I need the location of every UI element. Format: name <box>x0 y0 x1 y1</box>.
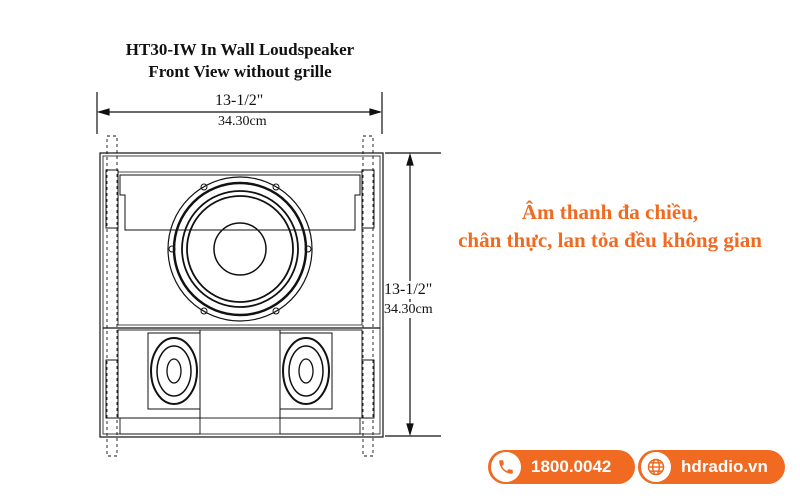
height-label-inches: 13-1/2" <box>384 281 433 299</box>
inner-frame <box>102 155 381 435</box>
lower-center-panel <box>199 329 281 419</box>
woofer-screw <box>272 183 280 191</box>
woofer-mount-ring <box>167 176 313 322</box>
width-label-inches: 13-1/2" <box>215 92 264 109</box>
clamp-top-left <box>105 169 119 229</box>
upper-baffle-inner <box>117 171 363 326</box>
clamp-guide-left <box>106 135 118 457</box>
woofer-surround-inner <box>186 195 294 303</box>
woofer-basket <box>172 181 308 317</box>
phone-icon <box>491 452 521 482</box>
diagram-title-line2: Front View without grille <box>148 62 332 81</box>
tweeter-left-outer <box>150 337 198 405</box>
website-url: hdradio.vn <box>681 457 768 476</box>
upper-baffle <box>119 174 361 231</box>
slogan-line1: Âm thanh đa chiều, <box>521 200 699 224</box>
clamp-bottom-left <box>105 359 119 419</box>
tweeter-left-dome <box>166 358 182 384</box>
phone-contact-button[interactable]: 1800.0042 <box>488 450 635 484</box>
tweeter-left-surround <box>156 345 192 397</box>
website-link-button[interactable]: hdradio.vn <box>638 450 785 484</box>
clamp-guide-right <box>362 135 374 457</box>
bottom-tab-right <box>279 417 361 435</box>
woofer-screw <box>304 245 312 253</box>
width-arrow-right <box>369 108 383 116</box>
clamp-top-right <box>361 169 375 229</box>
woofer-screw <box>200 183 208 191</box>
height-arrow-bottom <box>406 423 414 437</box>
height-arrow-top <box>406 152 414 166</box>
woofer-dust-cap <box>213 222 267 276</box>
woofer-screw <box>168 245 176 253</box>
phone-number: 1800.0042 <box>531 457 612 476</box>
globe-icon <box>641 452 671 482</box>
height-label-cm: 34.30cm <box>384 302 433 318</box>
slogan-line2: chân thực, lan tỏa đều không gian <box>458 228 762 252</box>
woofer-screw <box>200 307 208 315</box>
woofer-screw <box>272 307 280 315</box>
width-arrow-left <box>96 108 110 116</box>
tweeter-right-surround <box>288 345 324 397</box>
woofer-surround-outer <box>181 190 299 308</box>
tweeter-right-dome <box>298 358 314 384</box>
clamp-bottom-right <box>361 359 375 419</box>
bottom-tab-left <box>119 417 201 435</box>
outer-frame <box>99 152 384 438</box>
tweeter-right-outer <box>282 337 330 405</box>
tweeter-right-plate <box>279 332 333 410</box>
tweeter-left-plate <box>147 332 201 410</box>
diagram-title-line1: HT30-IW In Wall Loudspeaker <box>125 40 355 59</box>
width-label-cm: 34.30cm <box>218 114 267 129</box>
